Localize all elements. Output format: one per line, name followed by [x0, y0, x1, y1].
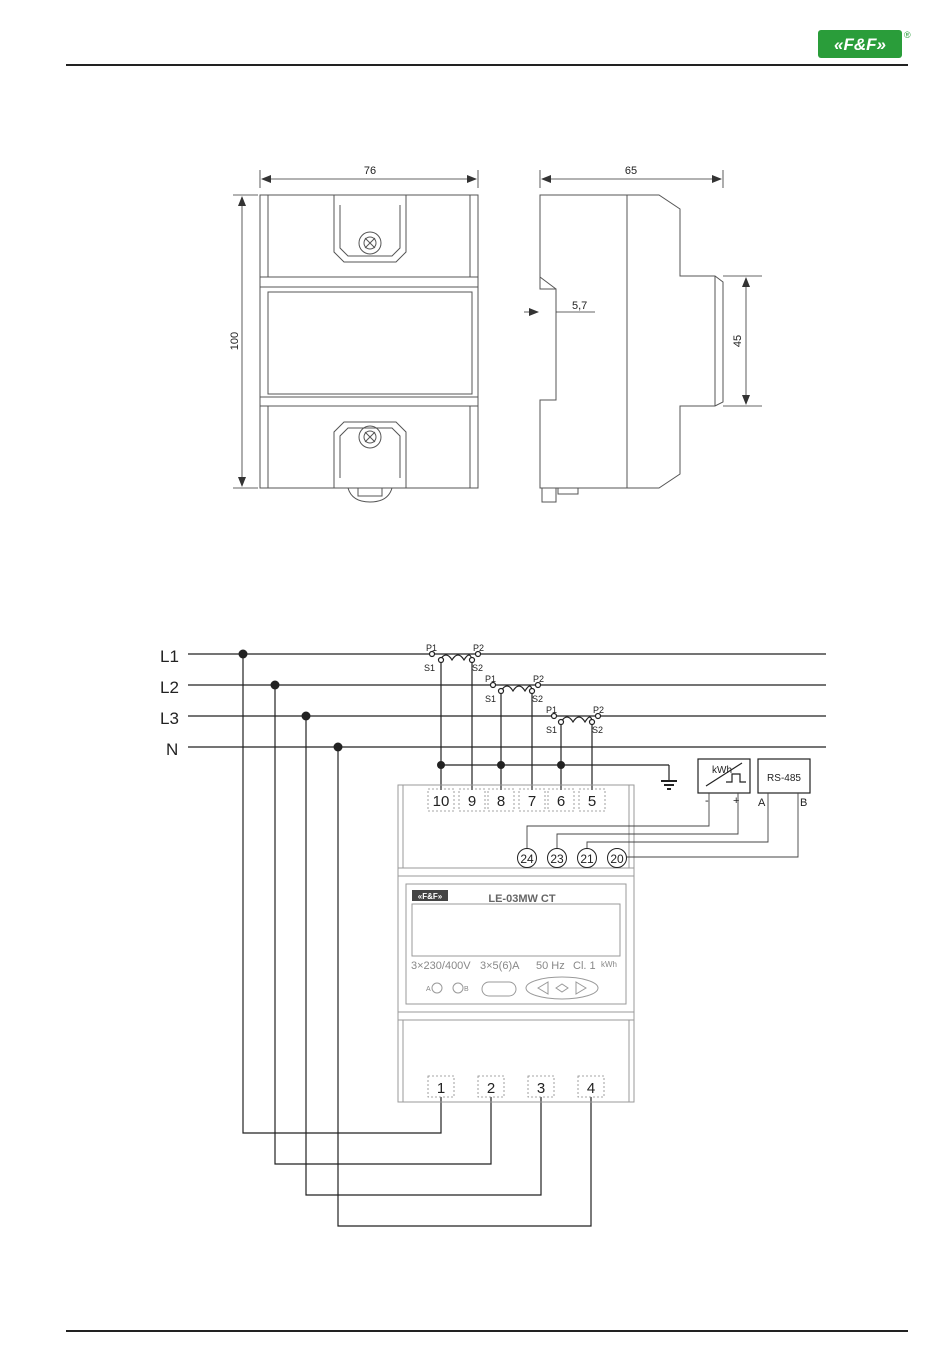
header: «F&F» ® — [66, 30, 911, 65]
terminal-2: 2 — [487, 1080, 495, 1097]
current-transformer-l3 — [552, 714, 601, 725]
current-transformer-l2 — [491, 683, 541, 694]
led-b-icon — [453, 983, 463, 993]
pulse-minus: - — [705, 795, 709, 807]
ct3-s2: S2 — [592, 725, 603, 735]
top-terminal-strip — [428, 789, 605, 811]
terminal-9: 9 — [468, 793, 476, 810]
ct1-p2: P2 — [473, 643, 484, 653]
line-label-l1: L1 — [160, 647, 179, 666]
front-view-drawing — [260, 195, 478, 502]
pulse-output-label: kWh — [712, 765, 732, 776]
side-dimensions: 65 45 5,7 — [524, 165, 762, 406]
wire-l1-to-1 — [243, 654, 441, 1133]
registered-mark: ® — [904, 30, 911, 40]
brand-logo-text: «F&F» — [834, 35, 886, 54]
meter-body — [398, 785, 634, 1102]
top-clamp — [334, 195, 406, 262]
ct2-p1: P1 — [485, 674, 496, 684]
meter-display — [412, 904, 620, 956]
side-view-drawing — [540, 195, 723, 502]
line-label-n: N — [166, 740, 178, 759]
signal-terminal-23-label: 23 — [550, 852, 564, 866]
ct3-p1: P1 — [546, 705, 557, 715]
optical-port — [482, 982, 516, 996]
terminal-5: 5 — [588, 793, 596, 810]
ct1-p1: P1 — [426, 643, 437, 653]
ct2-s1: S1 — [485, 694, 496, 704]
ct1-s1: S1 — [424, 663, 435, 673]
rs485-label: RS-485 — [767, 773, 801, 784]
navigation-button — [526, 977, 598, 999]
meter-model: LE-03MW CT — [488, 893, 556, 905]
terminal-1: 1 — [437, 1080, 445, 1097]
meter-frequency: 50 Hz — [536, 960, 565, 972]
signal-terminal-21-label: 21 — [580, 852, 594, 866]
front-window — [268, 292, 472, 394]
ct3-s1: S1 — [546, 725, 557, 735]
side-body — [540, 195, 723, 488]
meter-brand-text: «F&F» — [418, 892, 443, 901]
ct2-s2: S2 — [532, 694, 543, 704]
signal-terminal-20-label: 20 — [610, 852, 624, 866]
dim-side-width: 65 — [625, 165, 637, 177]
led-b-label: B — [464, 986, 469, 993]
led-a-icon — [432, 983, 442, 993]
dim-front-height: 100 — [229, 332, 241, 350]
wire-l2-to-2 — [275, 685, 491, 1164]
pulse-plus: + — [733, 795, 739, 807]
wiring-diagram: L1 L2 L3 N P1 P2 S1 S2 — [160, 643, 826, 1226]
terminal-4: 4 — [587, 1080, 595, 1097]
meter-class: Cl. 1 — [573, 960, 596, 972]
ct3-p2: P2 — [593, 705, 604, 715]
line-label-l2: L2 — [160, 678, 179, 697]
ct1-s2: S2 — [472, 663, 483, 673]
ground-icon — [661, 781, 677, 789]
terminal-8: 8 — [497, 793, 505, 810]
meter-current: 3×5(6)A — [480, 960, 520, 972]
current-transformer-l1 — [430, 652, 481, 663]
led-a-label: A — [426, 986, 431, 993]
din-clip — [348, 488, 392, 502]
front-body — [260, 195, 478, 488]
dim-rail-depth: 5,7 — [572, 300, 587, 312]
front-dimensions: 76 100 — [229, 165, 478, 488]
terminal-10: 10 — [433, 793, 450, 810]
bottom-terminal-strip — [428, 1076, 604, 1097]
terminal-6: 6 — [557, 793, 565, 810]
dim-rail-height: 45 — [732, 335, 744, 347]
rs485-a: A — [758, 797, 766, 809]
dim-front-width: 76 — [364, 165, 376, 177]
ct2-p2: P2 — [533, 674, 544, 684]
meter-voltage: 3×230/400V — [411, 960, 471, 972]
signal-terminal-24-label: 24 — [520, 852, 534, 866]
terminal-3: 3 — [537, 1080, 545, 1097]
rs485-b: B — [800, 797, 807, 809]
terminal-7: 7 — [528, 793, 536, 810]
line-label-l3: L3 — [160, 709, 179, 728]
side-clip — [542, 488, 556, 502]
meter-unit: kWh — [601, 960, 617, 969]
